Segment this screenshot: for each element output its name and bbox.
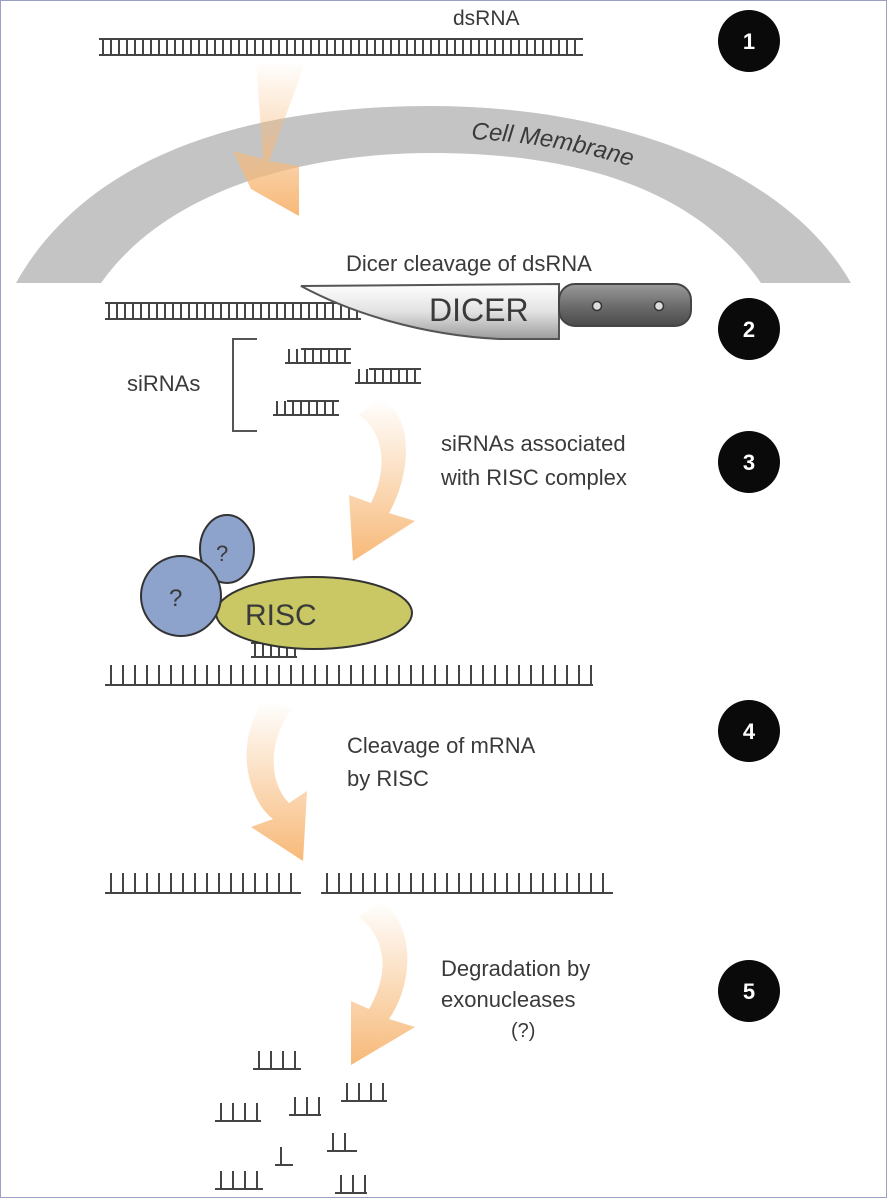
- step-1-badge: 1: [718, 10, 780, 72]
- step-3-number: 3: [743, 450, 755, 475]
- step-4-number: 4: [743, 719, 756, 744]
- degradation-line2: exonucleases: [441, 987, 576, 1012]
- mrna-fragment-left: [105, 873, 301, 894]
- dsrna-strand: [99, 38, 583, 56]
- fragment-6: [275, 1147, 293, 1166]
- dicer-rivet-2: [653, 300, 665, 312]
- fragment-8: [335, 1175, 367, 1194]
- dicer-knife: DICER: [300, 282, 692, 340]
- sirna-1: [285, 349, 351, 364]
- arrow-to-risc: [349, 399, 415, 561]
- dicer-rivet-1: [591, 300, 603, 312]
- sirnas-label: siRNAs: [127, 371, 200, 396]
- dicer-blade: [300, 282, 560, 340]
- risc-label: RISC: [245, 599, 317, 632]
- sirnas-associated-line1: siRNAs associated: [441, 431, 626, 456]
- unknown-protein-small-label: ?: [216, 541, 228, 566]
- cleavage-line2: by RISC: [347, 766, 429, 791]
- unknown-protein-large-label: ?: [169, 585, 182, 612]
- step-5-badge: 5: [718, 960, 780, 1022]
- unknown-protein-small: [199, 514, 255, 584]
- arrow-mrna-cleavage: [246, 701, 307, 861]
- arrow-entry: [233, 61, 306, 216]
- step-1-number: 1: [743, 29, 755, 54]
- mrna-strand: [105, 665, 593, 686]
- sirna-2: [355, 369, 421, 384]
- fragment-3: [215, 1103, 261, 1122]
- degradation-line1: Degradation by: [441, 956, 590, 981]
- sirnas-associated-line2: with RISC complex: [440, 465, 627, 490]
- fragment-1: [253, 1051, 301, 1070]
- unknown-protein-large: [140, 555, 222, 637]
- step-4-badge: 4: [718, 700, 780, 762]
- fragment-5: [327, 1133, 357, 1152]
- step-3-badge: 3: [718, 431, 780, 493]
- cleavage-line1: Cleavage of mRNA: [347, 733, 536, 758]
- dicer-label: DICER: [429, 292, 529, 328]
- cell-membrane: [16, 106, 851, 283]
- risc-complex: ? ? RISC: [140, 514, 413, 650]
- step-5-number: 5: [743, 979, 755, 1004]
- fragment-7: [215, 1171, 263, 1190]
- fragment-4: [289, 1097, 321, 1116]
- degradation-line3: (?): [511, 1020, 535, 1042]
- dsrna-dicer-strand: [105, 302, 361, 320]
- dicer-handle: [558, 283, 692, 327]
- dsrna-label: dsRNA: [453, 7, 520, 30]
- dicer-cleavage-label: Dicer cleavage of dsRNA: [346, 251, 592, 276]
- mrna-fragment-right: [321, 873, 613, 894]
- step-2-number: 2: [743, 317, 755, 342]
- arrow-degradation: [351, 901, 415, 1065]
- fragment-2: [341, 1083, 387, 1102]
- step-2-badge: 2: [718, 298, 780, 360]
- sirnas-bracket: [232, 338, 257, 432]
- sirna-3: [273, 401, 339, 416]
